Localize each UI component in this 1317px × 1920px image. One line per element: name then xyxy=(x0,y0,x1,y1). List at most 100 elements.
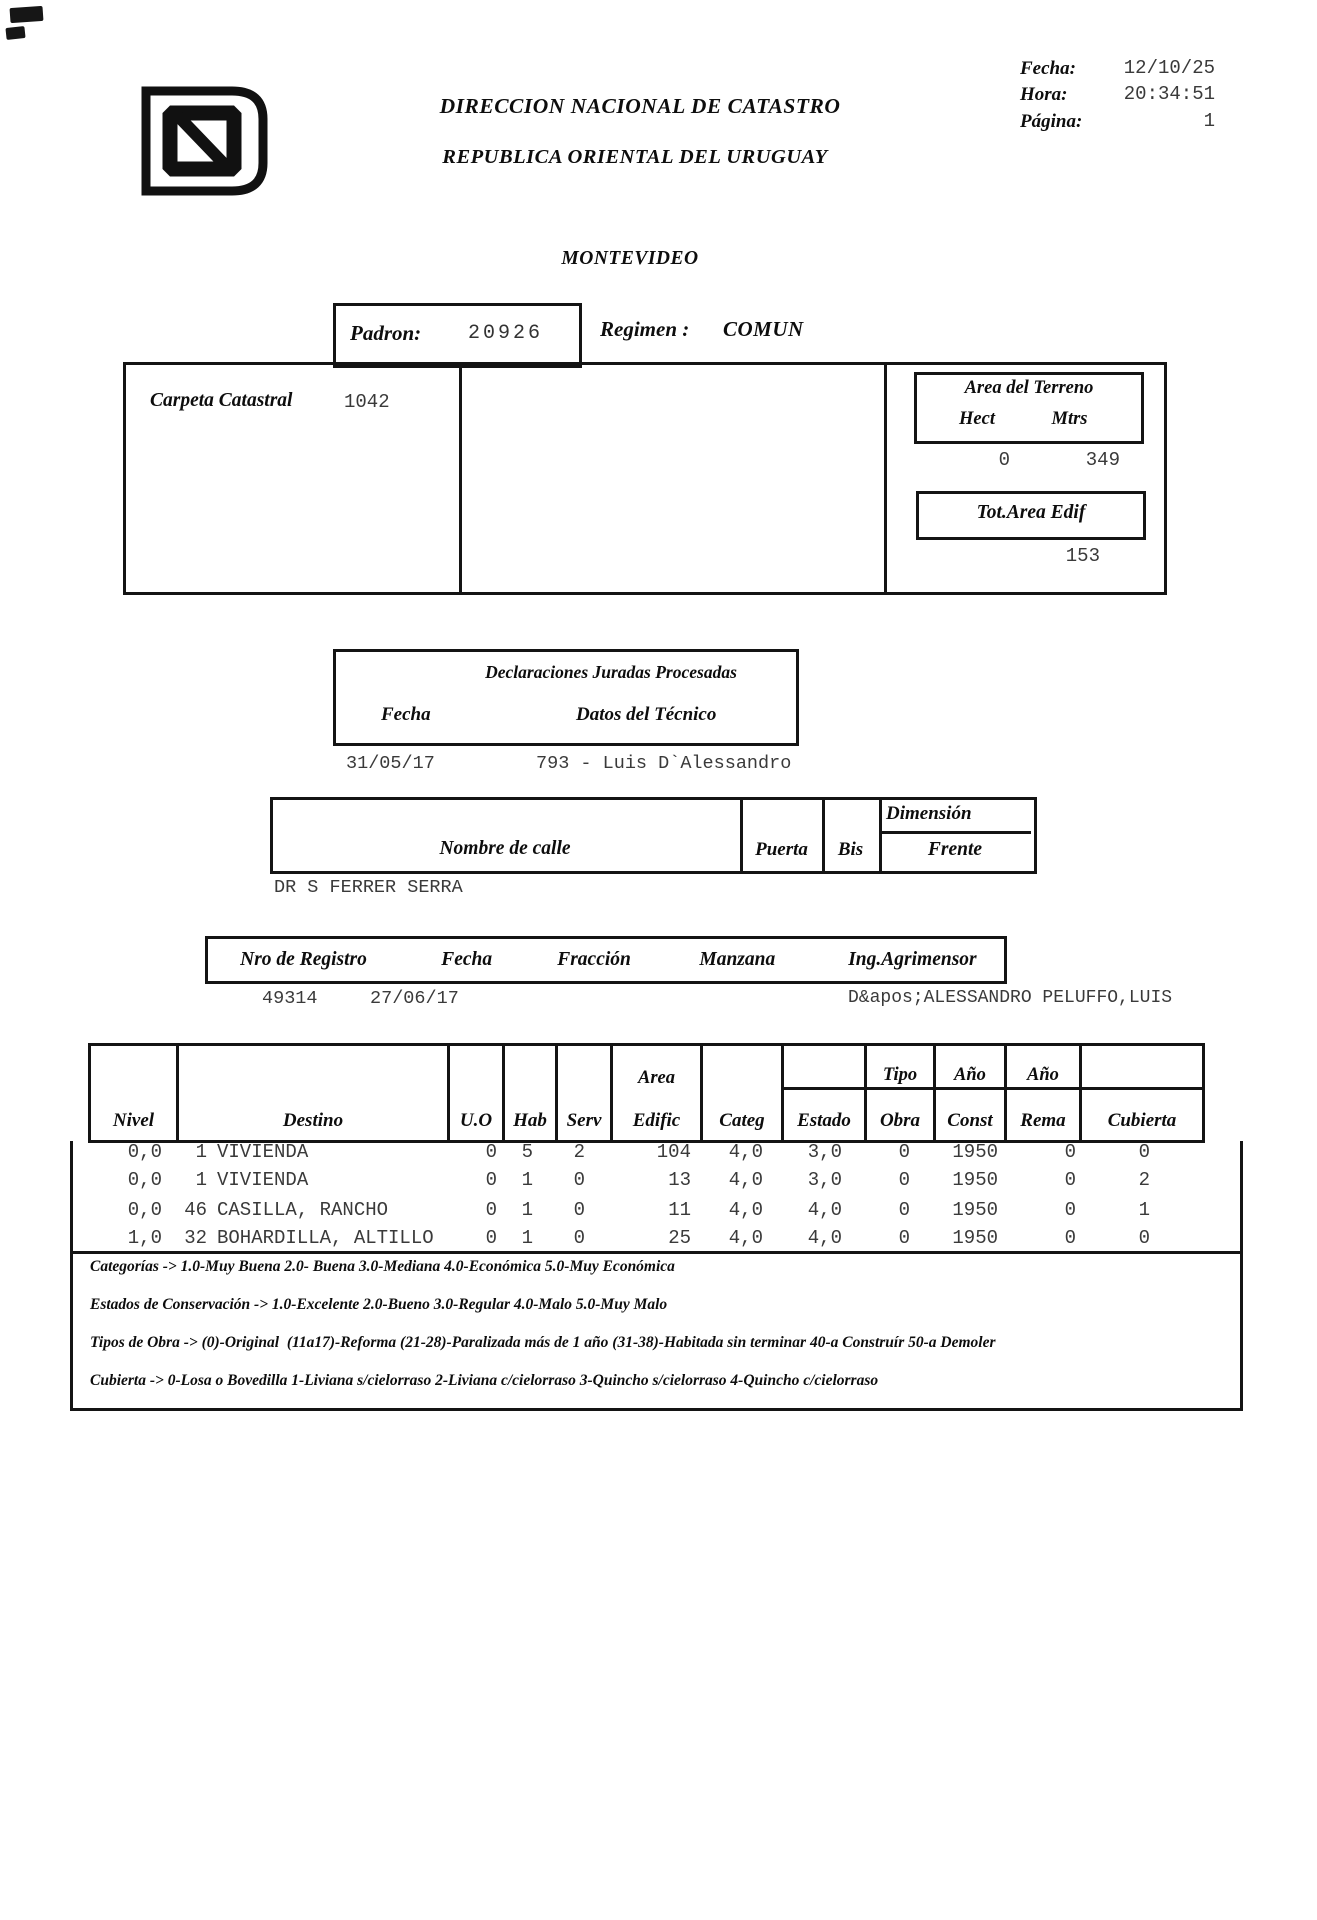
notes-divider xyxy=(70,1251,1243,1254)
col-top-spacer xyxy=(179,1046,447,1090)
regimen-value: COMUN xyxy=(723,317,804,341)
frente-label: Frente xyxy=(927,839,983,860)
col-nivel: Nivel xyxy=(91,1046,176,1140)
calle-box xyxy=(270,797,1037,874)
cell-destino: BOHARDILLA, ALTILLO xyxy=(217,1227,434,1249)
calle-box-divider xyxy=(879,797,882,874)
carpeta-value: 1042 xyxy=(344,391,390,413)
note-categorias: Categorías -> 1.0-Muy Buena 2.0- Buena 3… xyxy=(90,1258,675,1275)
cell-area: 104 xyxy=(656,1141,691,1163)
dnc-logo-icon xyxy=(138,86,270,196)
puerta-label: Puerta xyxy=(755,839,808,860)
cell-categ: 4,0 xyxy=(728,1199,763,1221)
note-cubierta: Cubierta -> 0-Losa o Bovedilla 1-Liviana… xyxy=(90,1372,879,1389)
declaraciones-fecha-label: Fecha xyxy=(381,704,431,725)
mtrs-label: Mtrs xyxy=(1051,409,1088,429)
padron-box: Padron: 20926 xyxy=(333,303,582,368)
dimension-label: Dimensión xyxy=(886,803,972,824)
tot-area-value: 153 xyxy=(1065,545,1100,567)
calle-box-divider xyxy=(822,797,825,874)
col-area: Area Edific xyxy=(610,1046,700,1140)
col-top-spacer xyxy=(558,1046,610,1090)
col-serv-label: Serv xyxy=(566,1110,602,1131)
col-destino-label: Destino xyxy=(282,1110,344,1131)
country-title: REPUBLICA ORIENTAL DEL URUGUAY xyxy=(442,146,828,168)
col-categ-label: Categ xyxy=(719,1110,765,1131)
hect-value: 0 xyxy=(998,449,1010,471)
col-nivel-label: Nivel xyxy=(112,1110,155,1131)
col-serv: Serv xyxy=(555,1046,610,1140)
cell-destino-num: 46 xyxy=(184,1199,207,1221)
col-tipo-label: Tipo xyxy=(867,1046,933,1090)
cell-obra: 0 xyxy=(898,1169,910,1191)
cell-nivel: 1,0 xyxy=(127,1227,162,1249)
declaraciones-box: Declaraciones Juradas Procesadas Fecha D… xyxy=(333,649,799,746)
cell-uo: 0 xyxy=(485,1169,497,1191)
tot-area-box: Tot.Area Edif xyxy=(916,491,1146,540)
cell-categ: 4,0 xyxy=(728,1169,763,1191)
cell-obra: 0 xyxy=(898,1199,910,1221)
parcel-box-divider xyxy=(884,362,887,595)
table-row: 1,0 32 BOHARDILLA, ALTILLO 0 1 0 25 4,0 … xyxy=(0,1224,1317,1252)
org-title: DIRECCION NACIONAL DE CATASTRO xyxy=(439,94,841,118)
col-area-top-label: Area xyxy=(638,1068,675,1088)
declaraciones-title: Declaraciones Juradas Procesadas xyxy=(485,662,737,682)
cell-categ: 4,0 xyxy=(728,1141,763,1163)
col-rema-label: Rema xyxy=(1020,1110,1066,1131)
registro-box: Nro de Registro Fecha Fracción Manzana I… xyxy=(205,936,1007,984)
cell-cubierta: 0 xyxy=(1138,1141,1150,1163)
registro-nro-label: Nro de Registro xyxy=(240,949,367,970)
col-estado: Estado xyxy=(781,1046,864,1140)
col-cubierta: Cubierta xyxy=(1079,1046,1202,1140)
cell-uo: 0 xyxy=(485,1141,497,1163)
scan-artifact xyxy=(9,5,44,24)
col-estado-label: Estado xyxy=(797,1110,851,1131)
hect-label: Hect xyxy=(959,409,995,429)
col-anio-label: Año xyxy=(936,1046,1004,1090)
col-destino: Destino xyxy=(176,1046,447,1140)
cell-obra: 0 xyxy=(898,1141,910,1163)
cell-cubierta: 2 xyxy=(1138,1169,1150,1191)
cell-const: 1950 xyxy=(952,1141,998,1163)
cell-const: 1950 xyxy=(952,1169,998,1191)
registro-fecha-value: 27/06/17 xyxy=(370,988,459,1009)
registro-nro-value: 49314 xyxy=(262,988,318,1009)
col-obra-label: Obra xyxy=(879,1110,921,1131)
cell-const: 1950 xyxy=(952,1199,998,1221)
cell-nivel: 0,0 xyxy=(127,1169,162,1191)
pagina-value: 1 xyxy=(1203,110,1215,132)
pagina-label: Página: xyxy=(1020,111,1083,132)
col-const: Año Const xyxy=(933,1046,1004,1140)
parcel-box xyxy=(123,362,1167,595)
col-top-spacer xyxy=(784,1046,864,1090)
col-top-spacer xyxy=(450,1046,502,1090)
cell-nivel: 0,0 xyxy=(127,1199,162,1221)
cell-estado: 4,0 xyxy=(807,1227,842,1249)
table-row: 0,0 1 VIVIENDA 0 1 0 13 4,0 3,0 0 1950 0… xyxy=(0,1166,1317,1194)
cell-estado: 4,0 xyxy=(807,1199,842,1221)
fecha-label: Fecha: xyxy=(1020,58,1076,79)
mtrs-value: 349 xyxy=(1085,449,1120,471)
building-table-header: Nivel Destino U.O Hab Serv Area Edific C… xyxy=(88,1043,1205,1143)
cell-area: 13 xyxy=(668,1169,691,1191)
declaracion-fecha-value: 31/05/17 xyxy=(346,753,435,774)
col-top-spacer xyxy=(505,1046,555,1090)
cell-serv: 2 xyxy=(573,1141,585,1163)
cell-nivel: 0,0 xyxy=(127,1141,162,1163)
cell-obra: 0 xyxy=(898,1227,910,1249)
note-tipos-obra: Tipos de Obra -> (0)-Original (11a17)-Re… xyxy=(90,1334,996,1351)
cell-hab: 1 xyxy=(521,1199,533,1221)
cell-destino: CASILLA, RANCHO xyxy=(217,1199,389,1221)
table-row: 0,0 1 VIVIENDA 0 5 2 104 4,0 3,0 0 1950 … xyxy=(0,1138,1317,1166)
hora-label: Hora: xyxy=(1020,84,1068,105)
declaraciones-tecnico-label: Datos del Técnico xyxy=(576,704,717,725)
cell-destino: VIVIENDA xyxy=(217,1141,309,1163)
registro-manzana-label: Manzana xyxy=(699,949,776,970)
nombre-calle-label: Nombre de calle xyxy=(439,838,571,859)
cell-rema: 0 xyxy=(1064,1199,1076,1221)
cell-cubierta: 0 xyxy=(1138,1227,1150,1249)
table-body-and-notes-box xyxy=(70,1141,1243,1411)
col-obra: Tipo Obra xyxy=(864,1046,933,1140)
cell-destino-num: 1 xyxy=(195,1169,207,1191)
